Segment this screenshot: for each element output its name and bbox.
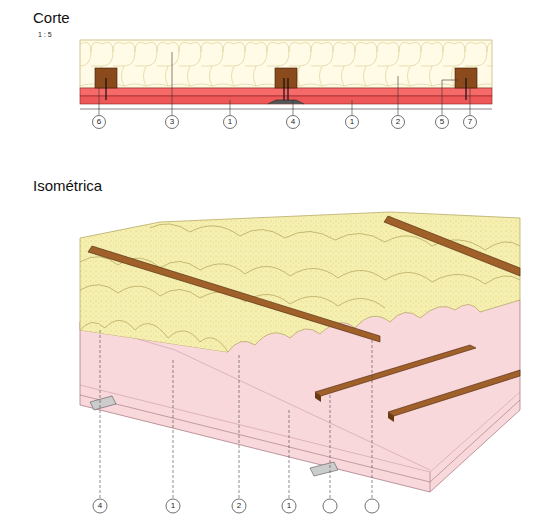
callout-number: 1 (350, 118, 354, 126)
section-drawing (80, 40, 492, 129)
callout-number: 4 (98, 502, 102, 510)
callout-number: 2 (237, 502, 241, 510)
callout-number: 7 (468, 118, 472, 126)
isometric-title: Isométrica (33, 178, 102, 193)
callout-number: 5 (440, 118, 444, 126)
isometric-drawing (80, 212, 520, 513)
section-title: Corte (33, 10, 70, 25)
callout-number: 6 (97, 118, 101, 126)
callout-number: 1 (287, 502, 291, 510)
callout-number: 2 (396, 118, 400, 126)
callout-number: 4 (291, 118, 295, 126)
scale-label: 1 : 5 (38, 31, 52, 38)
callout-number: 1 (171, 502, 175, 510)
callout-number: 1 (228, 118, 232, 126)
callout-number: 3 (170, 118, 174, 126)
